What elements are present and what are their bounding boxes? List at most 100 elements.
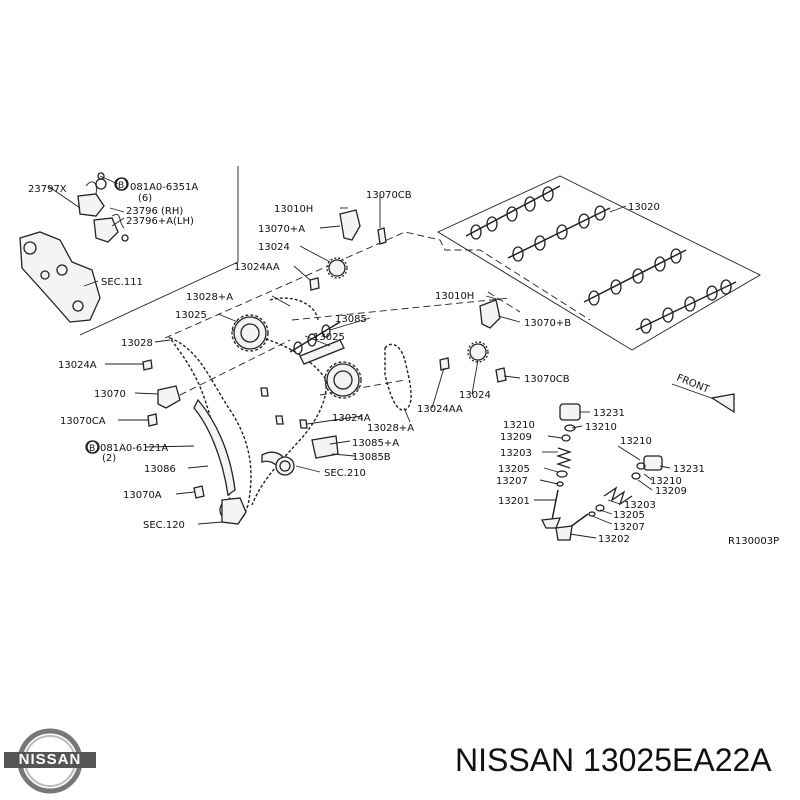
valve-head-right (555, 525, 573, 541)
plug-low (193, 485, 205, 499)
sprocket-small-upper (328, 259, 346, 277)
label-13010h-lower: 13010H (435, 291, 474, 302)
chain-guides (193, 339, 345, 497)
label-qty-2: (2) (102, 453, 116, 464)
label-13210-right-b: 13210 (650, 476, 682, 487)
circle-b-marker-1 (114, 177, 128, 191)
reference-outline (164, 175, 761, 401)
sprocket-small-right (469, 343, 487, 361)
label-13085: 13085 (335, 314, 367, 325)
label-081a0-6351a: 081A0-6351A (130, 182, 198, 193)
label-23796-rh: 23796 (RH) (126, 206, 183, 217)
cam-sensor-lh (93, 217, 119, 243)
label-13085a: 13085+A (352, 438, 399, 449)
leader-lines (105, 194, 671, 539)
label-13210-right-a: 13210 (620, 436, 652, 447)
valve-head (541, 517, 562, 529)
tensioner-bracket (311, 435, 339, 459)
label-081a0-6121a: 081A0-6121A (100, 443, 168, 454)
tensioner-right (479, 299, 501, 329)
label-13207-left: 13207 (496, 476, 528, 487)
label-13025-left: 13025 (175, 310, 207, 321)
sensor-group (19, 172, 129, 323)
gear-lower (221, 497, 247, 525)
label-13070a-lower: 13070A (123, 490, 162, 501)
tensioner-upper (339, 209, 361, 241)
part-number-caption: NISSAN 13025EA22A (455, 742, 772, 778)
bolt-7 (299, 419, 308, 429)
label-13231-right: 13231 (673, 464, 705, 475)
bolt-1 (142, 359, 153, 371)
bolt-2 (147, 413, 158, 427)
camshaft-1 (465, 185, 561, 237)
tensioner-left (157, 385, 181, 409)
bracket-shape (19, 231, 101, 323)
bolt-5 (309, 277, 320, 291)
label-13070cb-upper: 13070CB (366, 190, 412, 201)
label-13024a-left: 13024A (58, 360, 97, 371)
label-23797x: 23797X (28, 184, 67, 195)
bolt-6 (439, 357, 450, 371)
valve-spring (555, 447, 573, 469)
nissan-logo-text: NISSAN (4, 752, 96, 768)
label-13205-left: 13205 (498, 464, 530, 475)
label-front: FRONT (675, 373, 712, 396)
camshaft-3 (583, 249, 687, 303)
label-13209-left: 13209 (500, 432, 532, 443)
idler-sprocket (275, 456, 295, 476)
upper-chain (384, 343, 412, 411)
label-13207-right: 13207 (613, 522, 645, 533)
label-13010h-upper: 13010H (274, 204, 313, 215)
label-13025-mid: 13025 (313, 332, 345, 343)
label-13024aa-upper: 13024AA (234, 262, 280, 273)
label-sec210: SEC.210 (324, 468, 366, 479)
label-13028a-lower: 13028+A (367, 423, 414, 434)
bolt-4 (275, 415, 284, 425)
label-13070ca: 13070CA (60, 416, 106, 427)
label-13203-left: 13203 (500, 448, 532, 459)
plug-right (495, 367, 507, 383)
label-qty-6: (6) (138, 193, 152, 204)
label-13203-right: 13203 (624, 500, 656, 511)
front-arrow (671, 383, 735, 414)
lifter-bucket (559, 403, 581, 421)
label-13086: 13086 (144, 464, 176, 475)
label-13205-right: 13205 (613, 510, 645, 521)
primary-chain (168, 336, 252, 521)
label-23796a-lh: 23796+A(LH) (126, 216, 194, 227)
upper-guide (299, 339, 345, 365)
hardware (86, 177, 507, 525)
label-13070: 13070 (94, 389, 126, 400)
lifter-bucket-right (643, 455, 663, 471)
circle-b-marker-2 (85, 440, 99, 454)
label-13028: 13028 (121, 338, 153, 349)
nissan-logo: NISSAN (4, 726, 96, 796)
timing-chains (168, 297, 412, 521)
label-13024a-mid: 13024A (332, 413, 371, 424)
bolt-3 (260, 387, 269, 397)
sprocket-left (233, 316, 267, 350)
valve-spring-right (603, 486, 633, 506)
label-13070b: 13070+B (524, 318, 571, 329)
cam-sensor-rh (77, 193, 105, 217)
label-13024aa-lower: 13024AA (417, 404, 463, 415)
camshaft-4 (635, 281, 737, 331)
valve-assembly-right (555, 455, 663, 541)
right-chain (269, 297, 319, 321)
front-arrow-head (710, 393, 735, 414)
slack-guide (193, 398, 236, 497)
camshafts (289, 185, 737, 355)
bolt-callout-markers: B B (85, 177, 128, 454)
label-13085b: 13085B (352, 452, 391, 463)
label-13209-right: 13209 (655, 486, 687, 497)
label-13201: 13201 (498, 496, 530, 507)
camshaft-2 (507, 207, 611, 259)
inset-frame (79, 166, 239, 336)
label-13024-lower: 13024 (459, 390, 491, 401)
part-labels: 23797X 081A0-6351A (6) 23796 (RH) 23796+… (28, 182, 779, 547)
circle-b-letter-2: B (89, 444, 95, 454)
plug-upper (377, 227, 387, 245)
label-13070a-upper: 13070+A (258, 224, 305, 235)
label-13210-left-a: 13210 (503, 420, 535, 431)
